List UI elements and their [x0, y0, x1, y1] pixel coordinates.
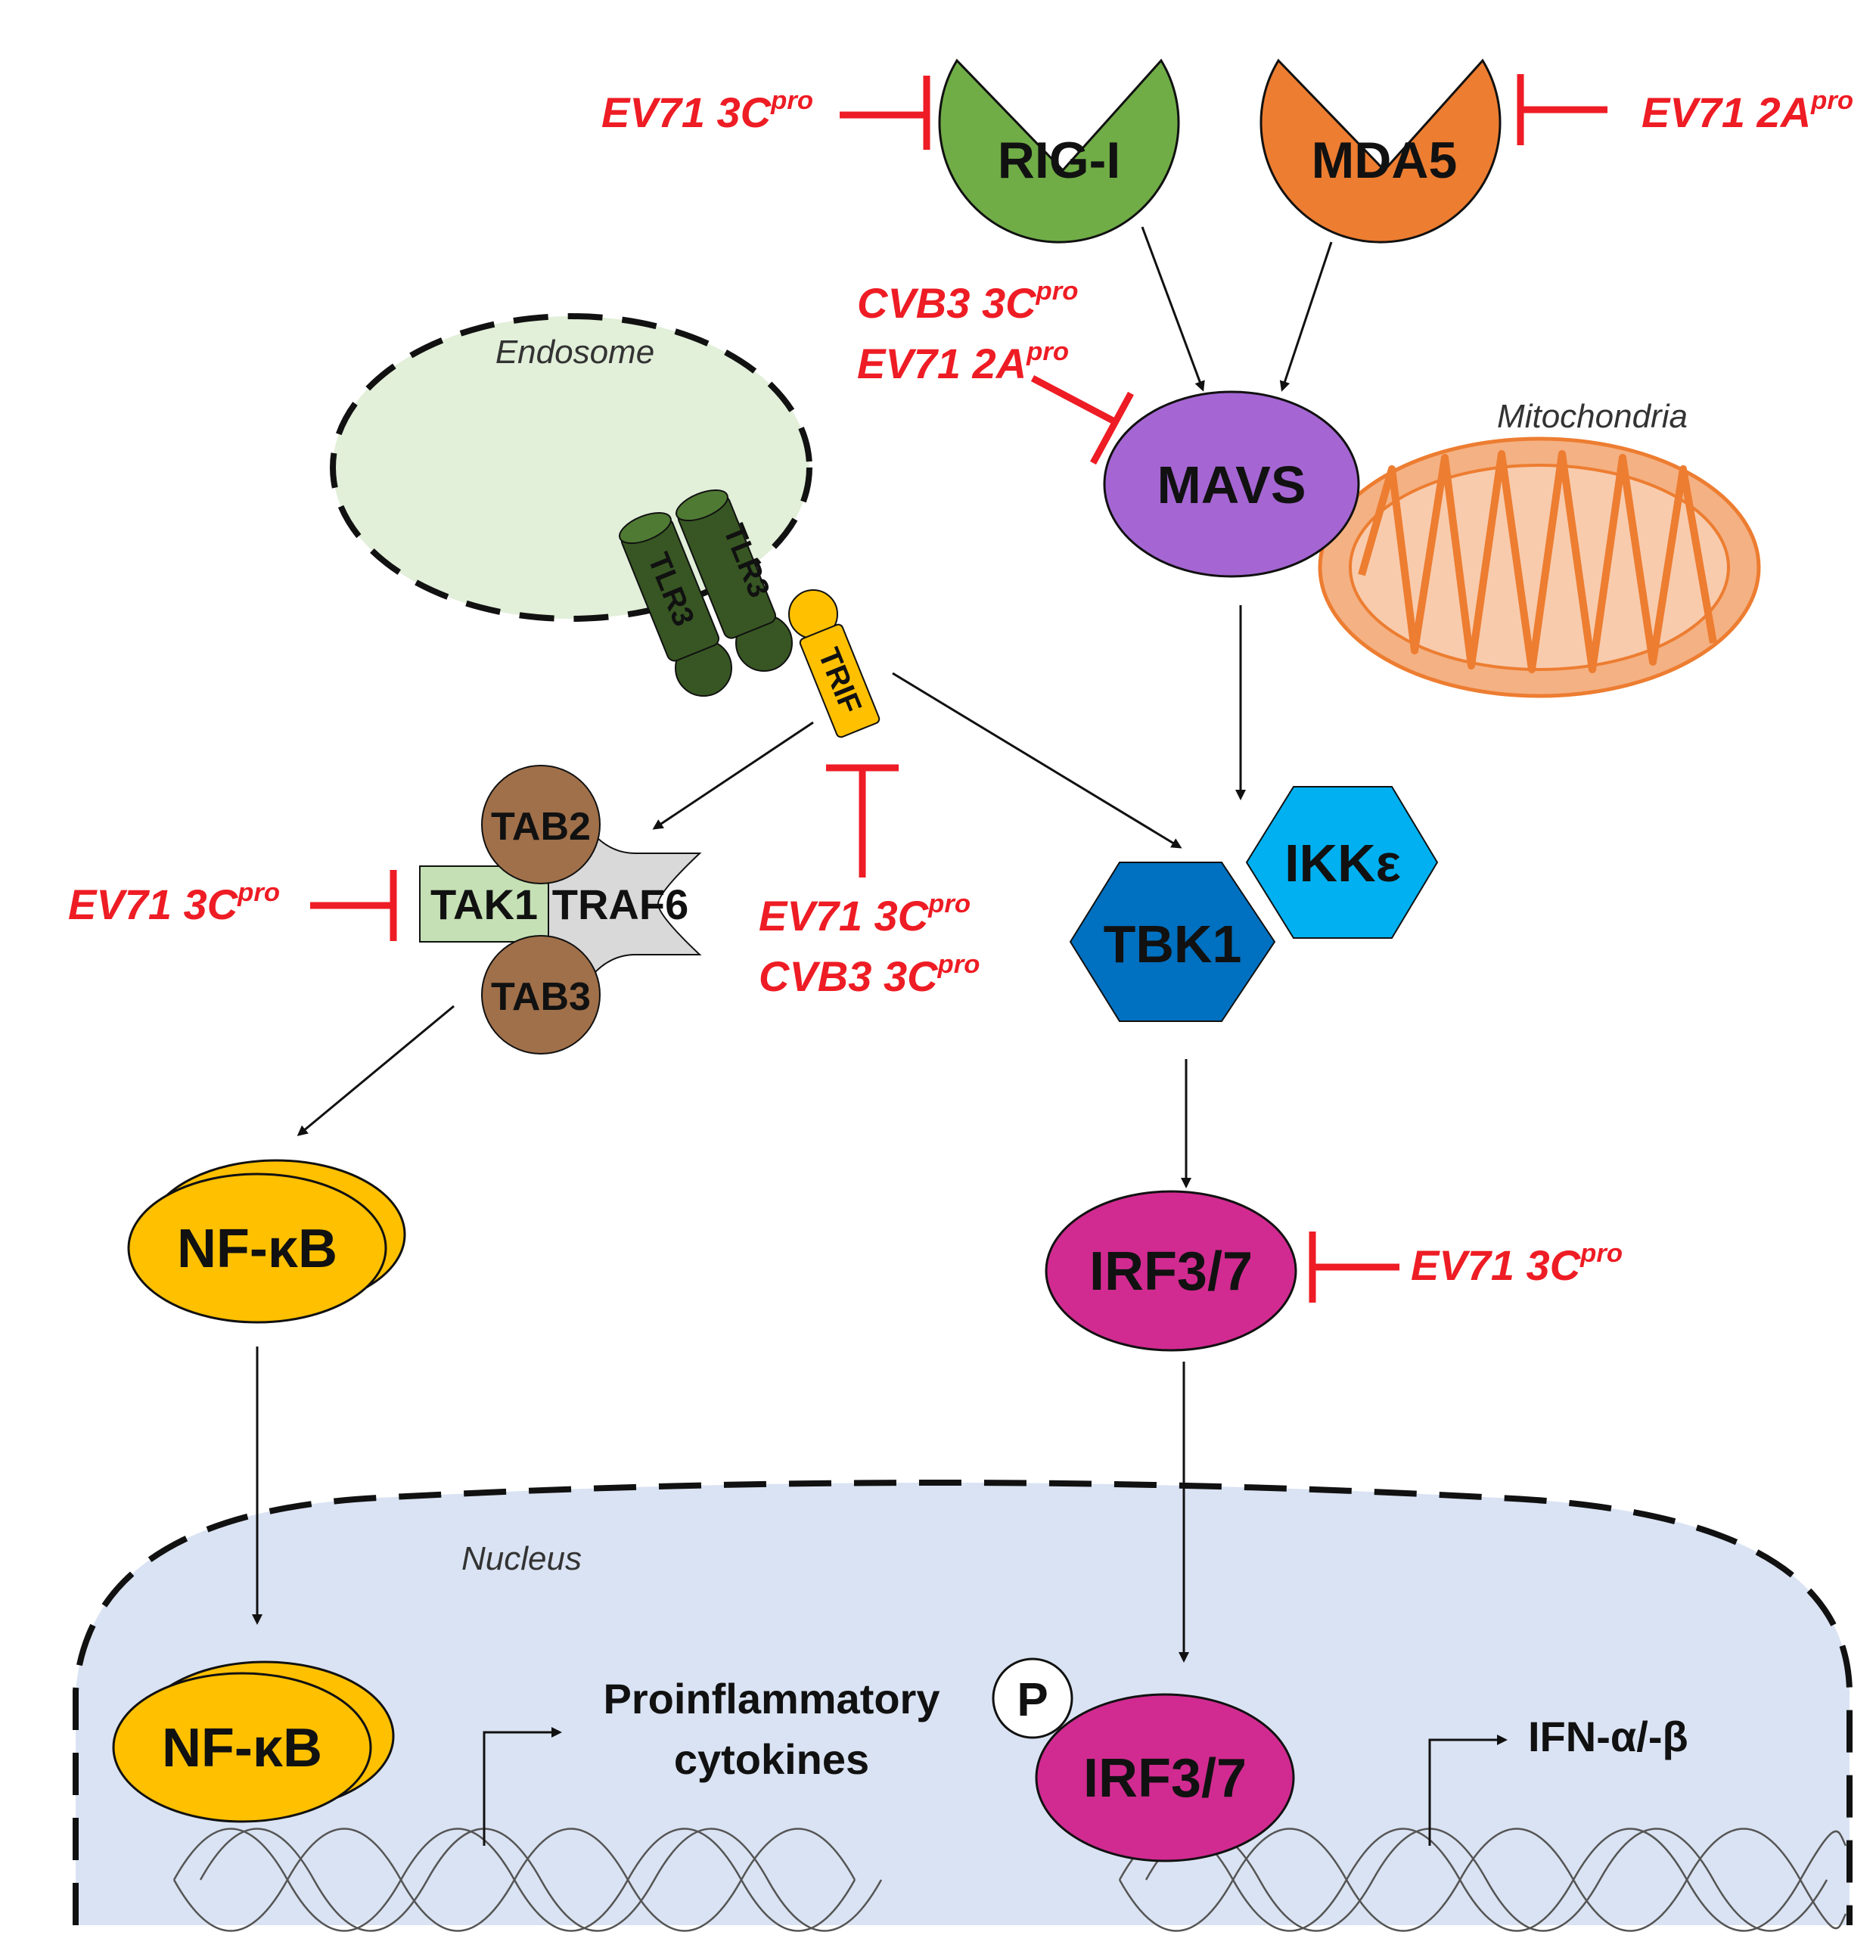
- mda5: MDA5: [1259, 58, 1502, 244]
- svg-text:TAK1: TAK1: [430, 881, 538, 928]
- arrow-trif-tbk1: [892, 672, 1182, 849]
- rig-i: RIG-I: [938, 58, 1180, 244]
- dna-helix-left: [172, 1828, 883, 1932]
- mitochondrion: [1318, 436, 1761, 698]
- inhibitor-tak1-label: EV71 3Cpro: [68, 878, 280, 928]
- nfkb-cytoplasmic: NF-κB: [127, 1159, 406, 1324]
- nfkb-nuclear: NF-κB: [112, 1660, 395, 1823]
- ifn-label: IFN-α/-β: [1528, 1713, 1688, 1760]
- phosphate-icon: P: [992, 1657, 1073, 1739]
- tbk1: TBK1: [1069, 862, 1276, 1022]
- inhibition-mavs: [1030, 375, 1134, 465]
- inhibition-mda5: [1517, 74, 1607, 145]
- inhibitor-irf-label: EV71 3Cpro: [1411, 1239, 1623, 1289]
- tab3: [481, 935, 601, 1055]
- inhibitor-mda5-label: EV71 2Apro: [1642, 86, 1853, 136]
- svg-text:NF-κB: NF-κB: [162, 1718, 322, 1778]
- arrow-trif-tak1: [652, 721, 814, 830]
- inhibition-tak1: [310, 870, 397, 941]
- ikke: IKKε: [1245, 786, 1439, 939]
- svg-text:IRF3/7: IRF3/7: [1089, 1241, 1253, 1302]
- svg-text:MAVS: MAVS: [1157, 455, 1306, 514]
- svg-text:TAB2: TAB2: [491, 805, 591, 849]
- irf37-cytoplasmic: IRF3/7: [1045, 1190, 1297, 1352]
- proinflammatory-label: Proinflammatory: [604, 1675, 940, 1722]
- inhibition-irf: [1309, 1232, 1399, 1303]
- tab2: [481, 765, 601, 884]
- svg-text:NF-κB: NF-κB: [177, 1219, 337, 1279]
- inhibition-trif: [826, 764, 899, 877]
- nucleus-bottom-fill: [79, 1914, 1846, 1925]
- svg-text:IKKε: IKKε: [1284, 834, 1401, 893]
- arrow-rigi-mavs: [1141, 226, 1205, 392]
- irf37-nuclear: IRF3/7: [1035, 1693, 1295, 1862]
- inhibitor-trif-label-2: CVB3 3Cpro: [759, 950, 980, 1000]
- inhibition-rigi: [840, 76, 930, 150]
- arrow-tab3-nfkb: [297, 1005, 455, 1136]
- dna-helix-right: [1118, 1828, 1847, 1932]
- endosome-label: Endosome: [495, 334, 654, 371]
- cytokines-label: cytokines: [674, 1735, 869, 1783]
- svg-text:IRF3/7: IRF3/7: [1083, 1748, 1247, 1809]
- transcription-arrow-cytokines: [483, 1727, 562, 1846]
- svg-text:MDA5: MDA5: [1312, 132, 1458, 189]
- svg-text:RIG-I: RIG-I: [998, 132, 1120, 189]
- inhibitor-mavs-label-1: CVB3 3Cpro: [857, 277, 1078, 327]
- inhibitor-trif-label-1: EV71 3Cpro: [759, 890, 971, 940]
- svg-text:TBK1: TBK1: [1104, 915, 1242, 974]
- nucleus-label: Nucleus: [461, 1540, 582, 1577]
- svg-text:TAB3: TAB3: [491, 975, 591, 1019]
- mitochondria-label: Mitochondria: [1497, 398, 1688, 435]
- inhibitor-rigi-label: EV71 3Cpro: [601, 86, 813, 136]
- transcription-arrow-ifn: [1428, 1735, 1508, 1846]
- svg-text:P: P: [1017, 1674, 1048, 1726]
- trif: TRIF: [788, 589, 881, 738]
- mavs: MAVS: [1103, 390, 1360, 578]
- svg-text:TRAF6: TRAF6: [552, 881, 688, 928]
- nucleus-membrane: [73, 1480, 1853, 1925]
- tak1-complex: TRAF6 TAK1 TAB2 TAB3: [419, 765, 702, 1055]
- arrow-mda5-mavs: [1279, 241, 1333, 392]
- inhibitor-mavs-label-2: EV71 2Apro: [857, 337, 1069, 387]
